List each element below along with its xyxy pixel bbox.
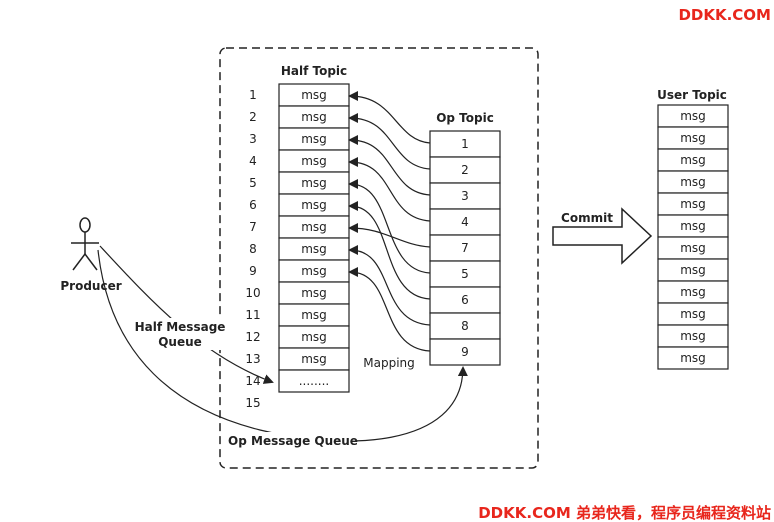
- half-topic-row-cell-text: msg: [301, 154, 327, 168]
- half-topic-row-cell-text: msg: [301, 110, 327, 124]
- half-topic-index-label: 4: [249, 154, 257, 168]
- half-message-queue-label-line2: Queue: [158, 335, 202, 349]
- op-topic-row-cell-text: 1: [461, 137, 469, 151]
- commit-label: Commit: [561, 211, 613, 225]
- user-topic-row-cell-text: msg: [680, 153, 706, 167]
- half-topic-row-cell-text: msg: [301, 220, 327, 234]
- op-topic-row-cell-text: 6: [461, 293, 469, 307]
- op-topic-row-cell-text: 4: [461, 215, 469, 229]
- mapping-arrow-5: [348, 179, 431, 274]
- op-topic-row-cell-text: 7: [461, 241, 469, 255]
- half-topic-index-label: 10: [245, 286, 260, 300]
- op-message-queue-arrow: [97, 249, 468, 442]
- user-topic-row-cell-text: msg: [680, 329, 706, 343]
- op-message-queue-label-bg: [229, 432, 357, 449]
- half-topic-index-label: 1: [249, 88, 257, 102]
- half-message-queue-label-bg: [134, 318, 226, 350]
- half-topic-index-label: 8: [249, 242, 257, 256]
- op-topic-row-cell: [429, 182, 501, 210]
- user-topic-table: msg msg msg msg msg msg msg msg msg msg msg msg: [657, 104, 729, 370]
- op-message-queue-label: Op Message Queue: [228, 434, 358, 448]
- watermark-bottom: DDKK.COM 弟弟快看，程序员编程资料站: [478, 504, 771, 522]
- mapping-arrow-9: [348, 267, 431, 352]
- watermark-top: DDKK.COM: [678, 6, 771, 24]
- op-topic-row-cell: [429, 286, 501, 314]
- mapping-arrow-2: [348, 113, 431, 170]
- op-topic-row-cell: [429, 312, 501, 340]
- op-topic-row-cell-text: 2: [461, 163, 469, 177]
- half-topic-row-cell-text: msg: [301, 132, 327, 146]
- half-topic-row-cell: [278, 369, 350, 393]
- producer-label: Producer: [60, 279, 121, 293]
- op-topic-row-cell: [429, 234, 501, 262]
- user-topic-row-cell-text: msg: [680, 109, 706, 123]
- mapping-arrow-6: [348, 201, 431, 300]
- user-topic-row-cell-text: msg: [680, 131, 706, 145]
- half-topic-table: msg msg msg msg msg msg msg msg msg msg msg msg msg.…: [278, 83, 350, 393]
- mapping-arrow-8: [348, 245, 431, 326]
- half-topic-row-cell-text: msg: [301, 286, 327, 300]
- user-topic-row-cell-text: msg: [680, 351, 706, 365]
- half-topic-row-cell-text: msg: [301, 330, 327, 344]
- half-topic-row-cell-text: msg: [301, 264, 327, 278]
- op-topic-row-cell: [429, 208, 501, 236]
- user-topic-row-cell-text: msg: [680, 175, 706, 189]
- user-topic-row-cell-text: msg: [680, 241, 706, 255]
- op-topic-title: Op Topic: [436, 111, 494, 125]
- half-topic-row-cell-text: msg: [301, 242, 327, 256]
- op-topic-row-cell-text: 8: [461, 319, 469, 333]
- half-topic-row-cell-text: msg: [301, 308, 327, 322]
- mapping-arrow-1: [348, 91, 431, 144]
- half-topic-index-label: 13: [245, 352, 260, 366]
- op-topic-row-cell: [429, 156, 501, 184]
- half-topic-index-label: 11: [245, 308, 260, 322]
- half-topic-index-label: 7: [249, 220, 257, 234]
- op-topic-row-cell: [429, 338, 501, 366]
- half-topic-row-cell-text: msg: [301, 88, 327, 102]
- op-topic-row-cell: [429, 260, 501, 288]
- half-topic-title: Half Topic: [281, 64, 347, 78]
- half-topic-row-cell-text: msg: [301, 176, 327, 190]
- op-topic-row-cell-text: 9: [461, 345, 469, 359]
- half-topic-index-label: 6: [249, 198, 257, 212]
- broker-boundary: [219, 47, 539, 469]
- user-topic-row-cell-text: msg: [680, 307, 706, 321]
- commit-arrow-icon: [552, 207, 653, 265]
- user-topic-row-cell: [657, 346, 729, 370]
- half-topic-index-label: 2: [249, 110, 257, 124]
- user-topic-row-cell-text: msg: [680, 263, 706, 277]
- mapping-arrow-3: [348, 135, 431, 196]
- half-topic-index-label: 9: [249, 264, 257, 278]
- half-topic-index-label: 12: [245, 330, 260, 344]
- half-topic-index-label: 15: [245, 396, 260, 410]
- producer-figure-icon: [71, 217, 99, 271]
- mapping-arrows: [348, 91, 431, 352]
- half-topic-index-label: 5: [249, 176, 257, 190]
- user-topic-row-cell-text: msg: [680, 197, 706, 211]
- user-topic-row-cell-text: msg: [680, 219, 706, 233]
- half-message-queue-label-line1: Half Message: [135, 320, 226, 334]
- op-topic-row-cell-text: 5: [461, 267, 469, 281]
- half-topic-row-cell-text: msg: [301, 198, 327, 212]
- user-topic-title: User Topic: [657, 88, 727, 102]
- op-topic-row-cell-text: 3: [461, 189, 469, 203]
- user-topic-row-cell-text: msg: [680, 285, 706, 299]
- op-topic-table: 1 2 3 4 7 5 6 8 9: [429, 130, 501, 366]
- mapping-arrow-4: [348, 157, 431, 222]
- half-topic-index-label: 14: [245, 374, 260, 388]
- half-topic-row-cell-text: ........: [299, 374, 330, 388]
- half-topic-index-label: 3: [249, 132, 257, 146]
- half-topic-row-cell-text: msg: [301, 352, 327, 366]
- mapping-label: Mapping: [363, 356, 415, 370]
